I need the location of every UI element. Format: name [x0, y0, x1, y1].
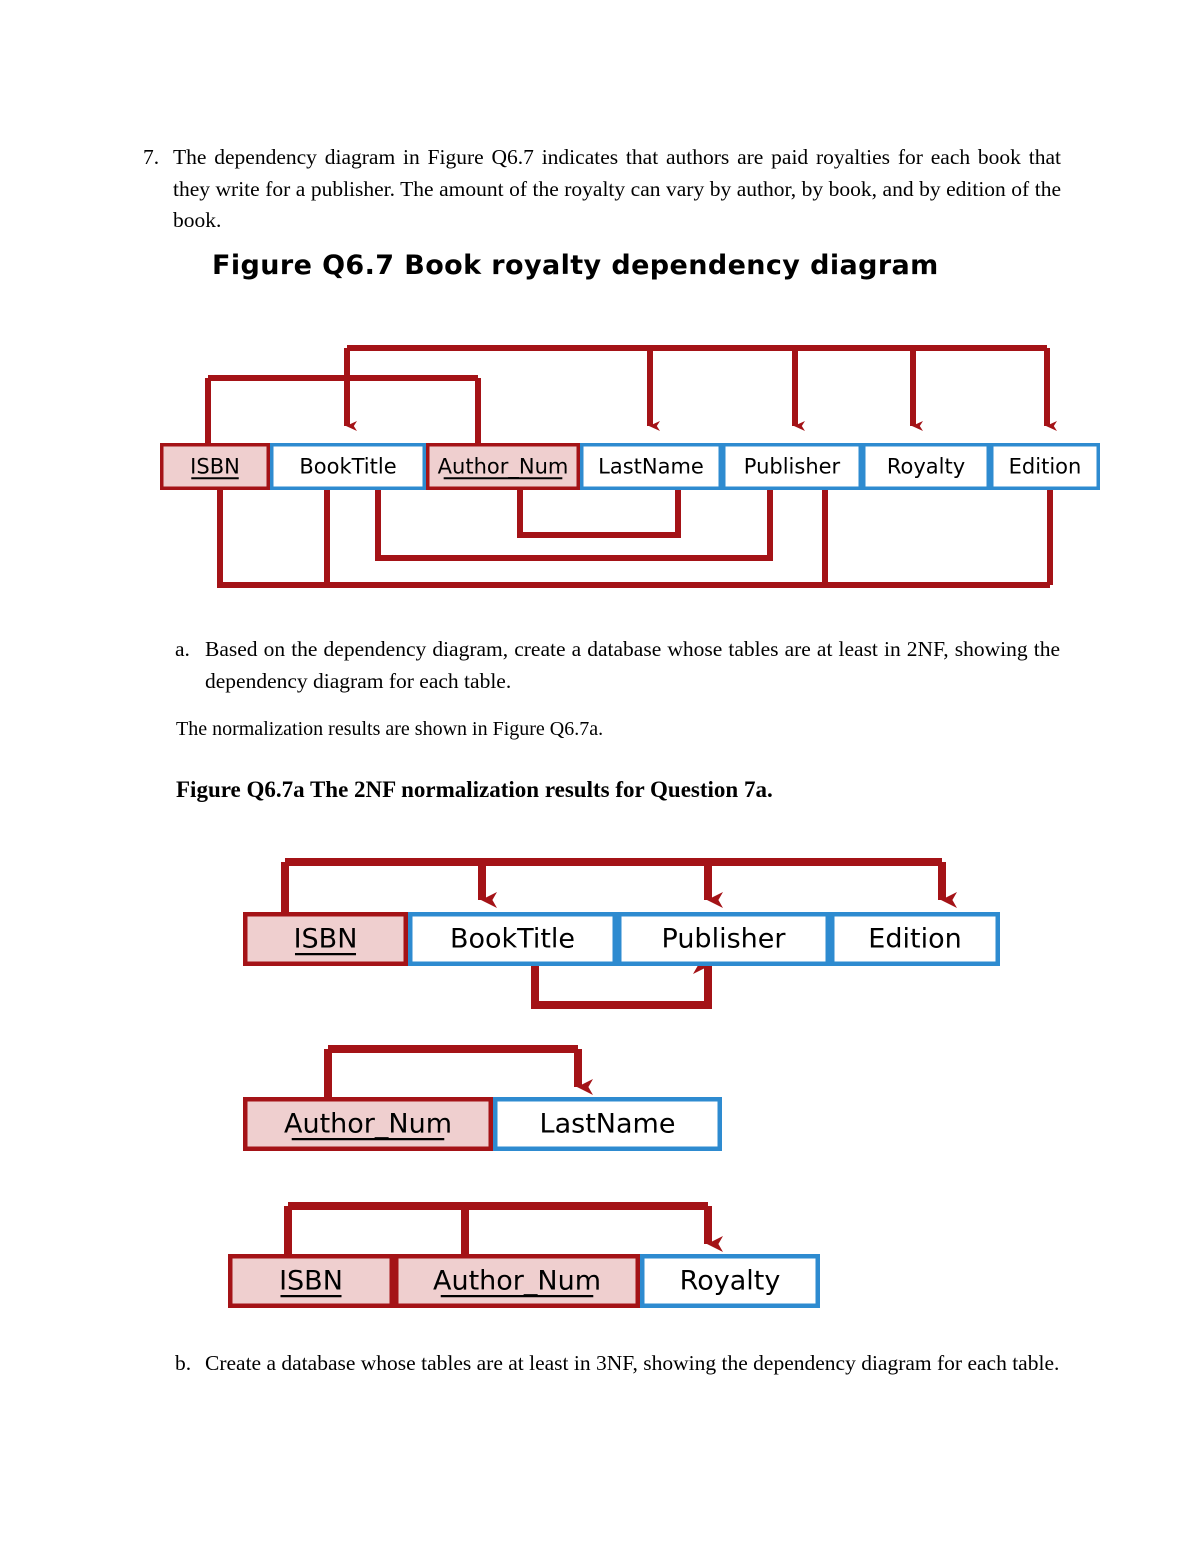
part-a: a. Based on the dependency diagram, crea…	[175, 634, 1060, 697]
f1-label-lastname: LastName	[598, 455, 704, 479]
f1-label-author_num: Author_Num	[438, 455, 569, 480]
book-label-edition: Edition	[868, 924, 961, 955]
dep-arrow-booktitle-publisher-t1	[531, 958, 712, 1009]
part-b-text: Create a database whose tables are at le…	[205, 1351, 1060, 1375]
author-cell-author_num	[243, 1097, 493, 1151]
figure2-title: Figure Q6.7a The 2NF normalization resul…	[176, 777, 773, 802]
part-a-marker: a.	[175, 637, 190, 661]
f1-cell-publisher	[722, 443, 862, 490]
dep-arrow-isbn-rail	[217, 443, 1050, 588]
question-text: The dependency diagram in Figure Q6.7 in…	[173, 145, 1061, 233]
f1-cell-isbn	[160, 443, 270, 490]
f1-label-booktitle: BookTitle	[299, 455, 396, 479]
royalty-cell-author_num	[394, 1254, 640, 1308]
question-7: 7. The dependency diagram in Figure Q6.7…	[143, 142, 1061, 237]
part-b-marker: b.	[175, 1351, 192, 1375]
f1-label-edition: Edition	[1009, 455, 1082, 479]
author-label-lastname: LastName	[540, 1109, 676, 1140]
question-number: 7.	[143, 145, 160, 169]
book-label-isbn: ISBN	[294, 924, 358, 955]
royalty-cell-royalty	[640, 1254, 820, 1308]
figure2-table-author-diagram: Author_Num LastName	[230, 1035, 750, 1151]
book-label-booktitle: BookTitle	[450, 924, 575, 955]
royalty-label-isbn: ISBN	[279, 1266, 343, 1297]
part-a-text: Based on the dependency diagram, create …	[205, 637, 1060, 693]
f1-label-publisher: Publisher	[744, 455, 841, 479]
part-b: b. Create a database whose tables are at…	[175, 1348, 1065, 1380]
figure2-table-royalty-diagram: ISBN Author_Num Royalty	[220, 1192, 840, 1308]
book-cell-isbn	[243, 912, 408, 966]
f1-label-isbn: ISBN	[190, 455, 240, 479]
royalty-label-royalty: Royalty	[680, 1266, 781, 1297]
book-cell-publisher	[617, 912, 830, 966]
author-label-author_num: Author_Num	[284, 1109, 452, 1140]
author-cell-lastname	[493, 1097, 722, 1151]
book-cell-edition	[830, 912, 1000, 966]
book-label-publisher: Publisher	[662, 924, 787, 955]
normalization-note: The normalization results are shown in F…	[176, 718, 604, 740]
figure1-title: Figure Q6.7 Book royalty dependency diag…	[212, 250, 939, 281]
f1-label-royalty: Royalty	[887, 455, 965, 479]
figure1-dependency-diagram: ISBN BookTitle Author_Num LastName Publisher…	[150, 330, 1110, 588]
figure2-table-book-diagram: ISBN BookTitle Publisher Edition	[230, 850, 1020, 1010]
royalty-cell-isbn	[228, 1254, 394, 1308]
f1-cell-author_num	[426, 443, 580, 490]
f1-cell-booktitle	[270, 443, 426, 490]
f1-cell-edition	[990, 443, 1100, 490]
royalty-label-author_num: Author_Num	[433, 1266, 601, 1297]
f1-cell-lastname	[580, 443, 722, 490]
f1-cell-royalty	[862, 443, 990, 490]
dep-arrow-booktitle-publisher	[375, 443, 773, 561]
book-cell-booktitle	[408, 912, 617, 966]
